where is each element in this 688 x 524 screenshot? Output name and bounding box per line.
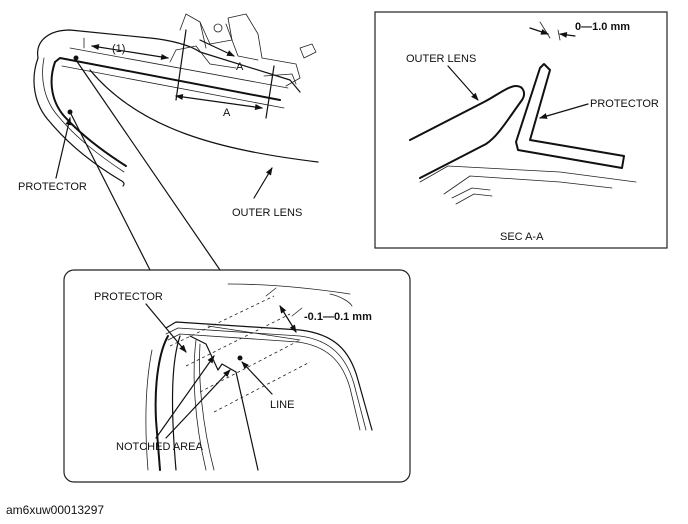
section-a-top-label: A xyxy=(236,61,244,73)
main-outer-lens-label: OUTER LENS xyxy=(232,207,302,219)
detail-notched-area-label: NOTCHED AREA xyxy=(116,441,203,453)
protector-strip xyxy=(54,57,281,101)
detail-tolerance-label: -0.1—0.1 mm xyxy=(304,311,372,323)
section-view: 0—1.0 mm OUTER LENS PROTECTOR SEC A-A xyxy=(374,11,668,249)
section-gap-label: 0—1.0 mm xyxy=(575,21,630,33)
section-title: SEC A-A xyxy=(500,231,544,243)
detail-edge-outer xyxy=(165,321,373,431)
detail-box xyxy=(63,269,411,483)
figure-caption: am6xuw00013297 xyxy=(6,503,105,517)
section-outer-lens xyxy=(409,85,525,179)
dimension-1-label: (1) xyxy=(112,43,125,55)
section-protector-label: PROTECTOR xyxy=(590,98,659,110)
magnify-cone xyxy=(69,59,221,271)
lamp-outline xyxy=(37,29,301,93)
section-a-bottom-label: A xyxy=(223,107,231,119)
detail-line-label: LINE xyxy=(270,399,294,411)
section-protector xyxy=(515,63,625,169)
detail-view: -0.1—0.1 mm LINE PROTECTOR NOTCHED AREA xyxy=(63,269,411,483)
section-box xyxy=(374,11,668,249)
section-outer-lens-label: OUTER LENS xyxy=(406,53,476,65)
main-protector-label: PROTECTOR xyxy=(18,181,87,193)
main-view: (1) A A PROTECTOR OUTER LENS xyxy=(18,13,319,219)
detail-protector xyxy=(154,335,169,471)
outer-lens-curve xyxy=(89,69,319,163)
detail-protector-label: PROTECTOR xyxy=(94,291,163,303)
